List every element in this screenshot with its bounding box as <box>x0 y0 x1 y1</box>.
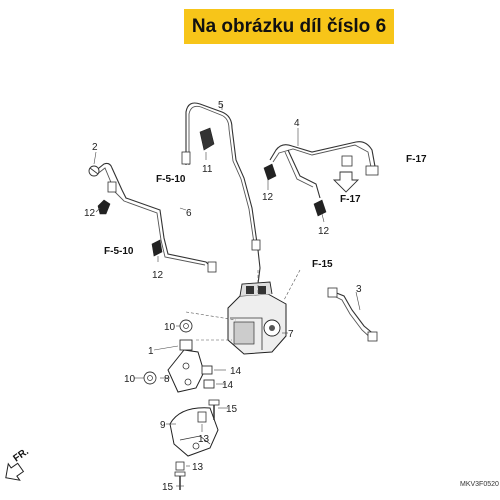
diagram-code: MKV3F0520 <box>460 481 499 488</box>
clamp-12-bottom-icon <box>151 239 163 257</box>
collar-1-icon <box>179 339 193 351</box>
abs-modulator-7-icon <box>227 281 287 355</box>
part-number-10-top: 10 <box>164 322 176 333</box>
part-number-15-lower: 15 <box>162 482 174 493</box>
mount-14-lower-icon <box>203 379 215 389</box>
part-number-12-bottom: 12 <box>152 270 164 281</box>
part-number-15-upper: 15 <box>226 404 238 415</box>
nut-10-left-icon <box>143 371 157 385</box>
brake-pipe-5 <box>185 102 261 293</box>
clip-11-icon <box>199 127 215 151</box>
part-number-3: 3 <box>356 284 362 295</box>
brake-pipe-3 <box>333 291 377 337</box>
ref-label-f-17-mid: F-17 <box>340 194 361 205</box>
part-number-6: 6 <box>186 208 192 219</box>
direction-arrow-icon <box>332 171 360 193</box>
part-number-9: 9 <box>160 420 166 431</box>
part-number-12-left: 12 <box>84 208 96 219</box>
part-number-8: 8 <box>164 374 170 385</box>
ref-label-front: FR. <box>11 446 31 464</box>
part-number-12-top: 12 <box>262 192 274 203</box>
brake-pipe-6 <box>93 162 215 271</box>
ref-label-f-15: F-15 <box>312 259 333 270</box>
bolt-15-lower-icon <box>174 471 186 490</box>
part-number-14-lower: 14 <box>222 380 234 391</box>
part-number-1: 1 <box>148 346 154 357</box>
ref-label-f-17-top: F-17 <box>406 154 427 165</box>
clamp-12-right-icon <box>313 199 327 217</box>
clamp-12-left-icon <box>97 199 111 215</box>
bolt-15-upper-icon <box>208 399 220 420</box>
front-direction-arrow-icon <box>5 462 25 481</box>
part-number-14-upper: 14 <box>230 366 242 377</box>
cover-9-icon <box>169 407 219 457</box>
nut-10-top-icon <box>179 319 193 333</box>
collar-13-upper-icon <box>197 411 207 423</box>
bracket-8-icon <box>167 349 205 393</box>
clamp-12-top-icon <box>263 163 277 181</box>
part-number-4: 4 <box>294 118 300 129</box>
part-banner: Na obrázku díl číslo 6 <box>184 9 394 44</box>
mount-14-upper-icon <box>201 365 213 375</box>
ref-label-f-5-10-top: F-5-10 <box>156 174 186 185</box>
ref-label-f-5-10-bottom: F-5-10 <box>104 246 134 257</box>
part-number-13-lower: 13 <box>192 462 204 473</box>
part-number-10-left: 10 <box>124 374 136 385</box>
part-number-2: 2 <box>92 142 98 153</box>
brake-pipe-4 <box>269 141 377 173</box>
pipe-joint-icon <box>341 155 353 167</box>
part-number-12-right: 12 <box>318 226 330 237</box>
part-number-5: 5 <box>218 100 224 111</box>
part-number-11: 11 <box>202 164 213 175</box>
part-number-13-upper: 13 <box>198 434 210 445</box>
collar-13-lower-icon <box>175 461 185 471</box>
part-number-7: 7 <box>288 329 294 340</box>
banner-text: Na obrázku díl číslo 6 <box>191 15 387 37</box>
bolt-2-icon <box>88 165 100 177</box>
